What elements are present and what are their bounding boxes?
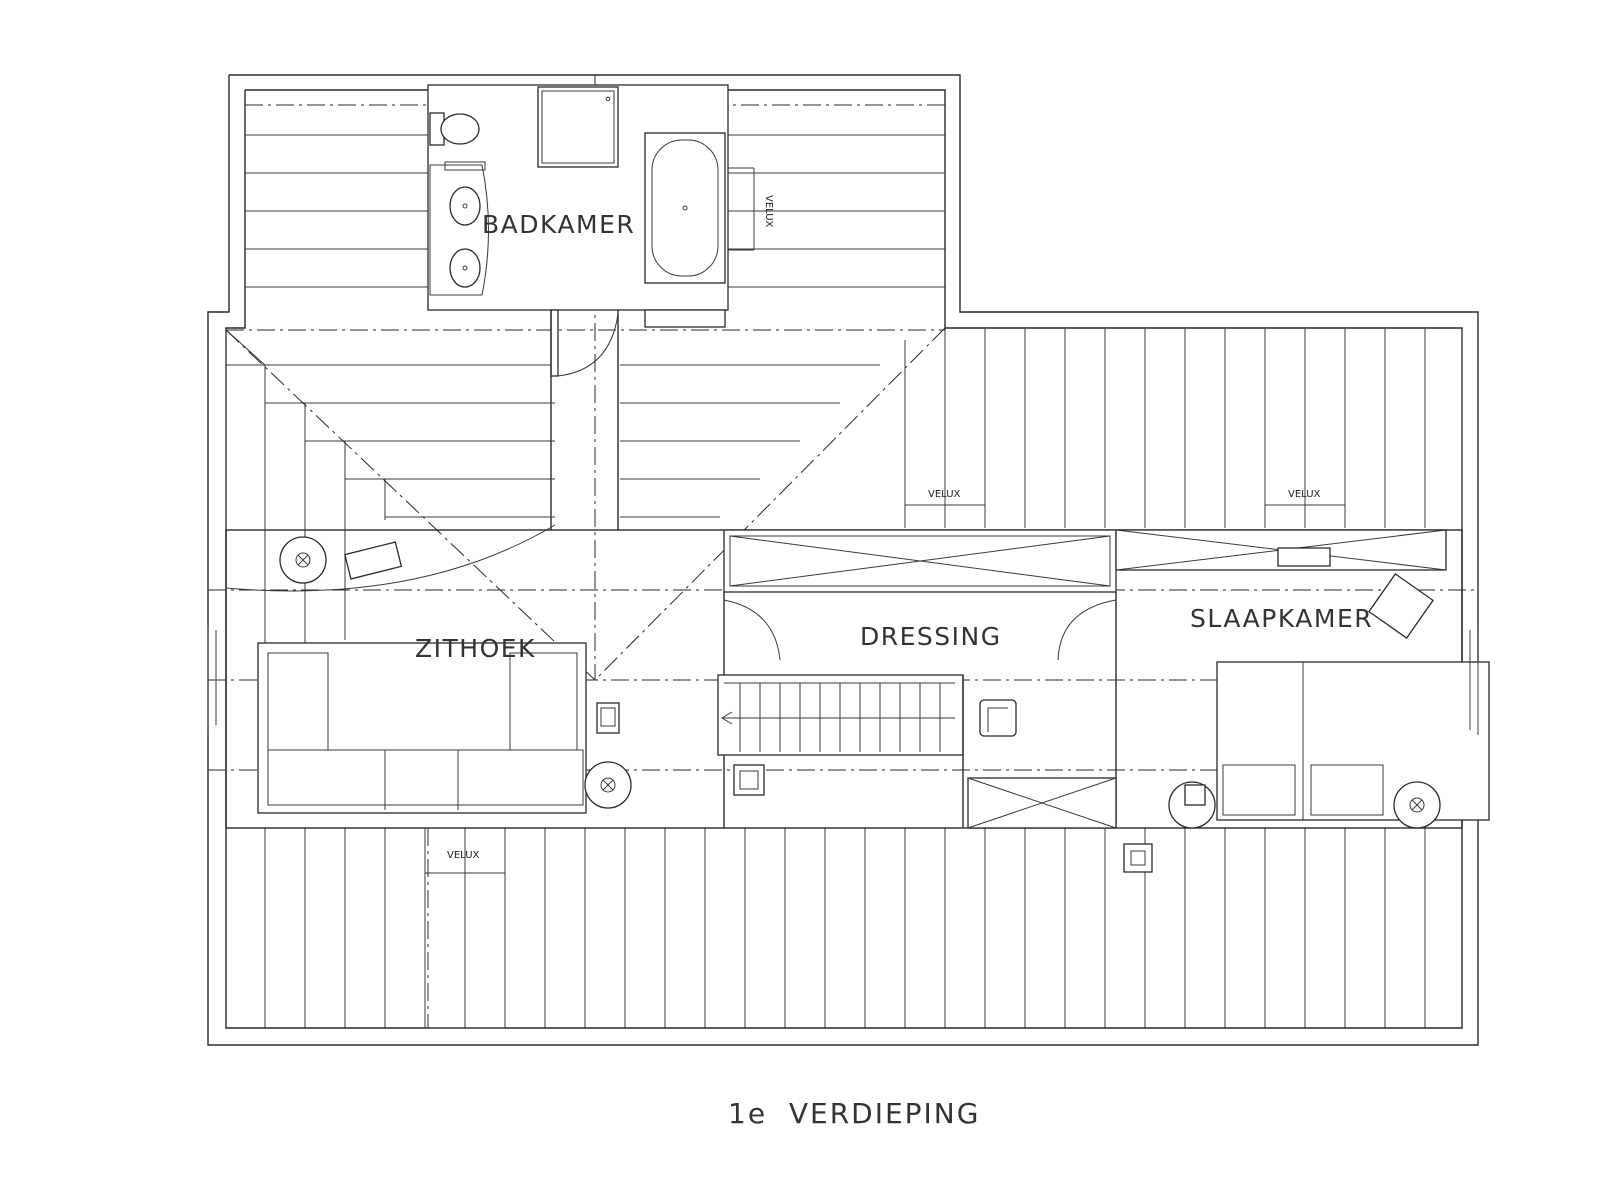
bathtub: [644, 132, 726, 284]
roof-rafters-bottom: [264, 828, 1426, 1028]
bathroom: [427, 84, 755, 530]
roof-rafters-right: [904, 328, 1463, 830]
drawing-title: 1e VERDIEPING: [728, 1097, 980, 1130]
room-label-dressing: DRESSING: [860, 622, 1002, 651]
velux-label-dressing-roof: VELUX: [928, 489, 961, 500]
dressing: [717, 529, 1117, 829]
stair-landing-curve: [225, 524, 556, 592]
chimney-duct: [733, 764, 765, 796]
room-label-slaapkamer: SLAAPKAMER: [1190, 604, 1373, 633]
ceiling-lamp: [1277, 547, 1331, 567]
bathroom-door: [550, 309, 559, 377]
bedroom-armchair: [1368, 573, 1434, 639]
sofa-outer: [257, 642, 587, 814]
sink-1: [449, 186, 481, 226]
velux-label-bathroom: VELUX: [763, 195, 774, 228]
shower-tray: [537, 86, 619, 168]
radiator-bedroom: [1184, 784, 1206, 806]
duct-bottom: [1123, 843, 1153, 873]
velux-label-south-roof: VELUX: [447, 850, 480, 861]
desk-chair: [344, 541, 403, 580]
velux-label-bedroom-roof: VELUX: [1288, 489, 1321, 500]
sitting-area: [207, 536, 632, 814]
bedroom: [1115, 529, 1490, 873]
skylight-markers: [424, 504, 1345, 1029]
armchair: [979, 699, 1017, 737]
room-label-badkamer: BADKAMER: [482, 210, 635, 239]
outer-walls: [207, 74, 1479, 1046]
wardrobe-top: [723, 529, 1117, 593]
double-bed: [1216, 661, 1490, 821]
sink-2: [449, 248, 481, 288]
vanity-counter: [429, 164, 489, 296]
room-label-zithoek: ZITHOEK: [415, 634, 536, 663]
